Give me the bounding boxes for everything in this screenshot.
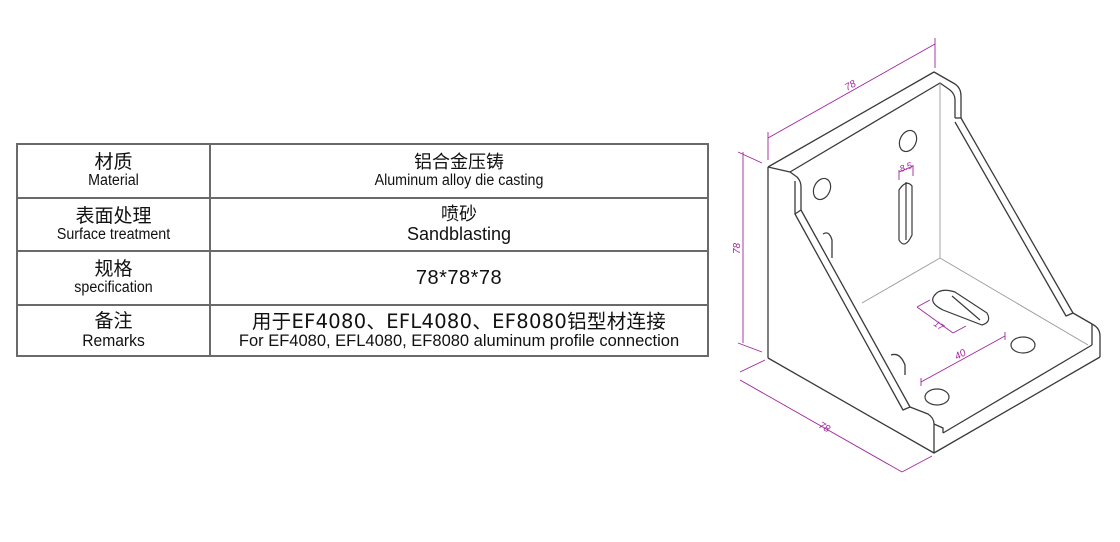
- spec-value-cell: 78*78*78: [209, 250, 709, 306]
- dim-hole-spacing: 40: [953, 347, 969, 362]
- hole-back-left: [812, 177, 832, 201]
- specification-table: 材质 Material 铝合金压铸 Aluminum alloy die cas…: [16, 143, 709, 357]
- surface-label-zh: 表面处理: [75, 204, 152, 227]
- spec-label-zh: 规格: [94, 258, 133, 281]
- dim-base-depth: 78: [817, 420, 833, 435]
- dim-slot-length: 17: [932, 318, 947, 333]
- material-value-zh: 铝合金压铸: [414, 151, 504, 173]
- table-row-specification: 规格 specification 78*78*78: [16, 250, 709, 306]
- material-label-zh: 材质: [94, 151, 133, 174]
- dimension-lines: [737, 38, 1006, 473]
- hole-back-upper: [898, 129, 918, 153]
- slot-base: [932, 289, 990, 326]
- remarks-label-cell: 备注 Remarks: [16, 304, 211, 357]
- hole-base-right: [1010, 336, 1036, 354]
- mounting-holes: [812, 129, 1036, 406]
- surface-value-zh: 喷砂: [441, 204, 477, 225]
- dim-slot-width: 8.5: [898, 160, 914, 174]
- remarks-label-zh: 备注: [94, 310, 133, 332]
- dim-height: 78: [732, 242, 743, 254]
- material-value-cell: 铝合金压铸 Aluminum alloy die casting: [209, 143, 709, 199]
- material-label-en: Material: [88, 172, 139, 190]
- remarks-value-en: For EF4080, EFL4080, EF8080 aluminum pro…: [238, 331, 680, 350]
- surface-value-cell: 喷砂 Sandblasting: [209, 197, 709, 252]
- remarks-value-cell: 用于EF4080、EFL4080、EF8080铝型材连接 For EF4080,…: [209, 304, 709, 357]
- inner-corner-lines: [861, 83, 1089, 346]
- dimension-labels: 78 78 78 8.5 17 40: [732, 78, 969, 435]
- hole-base-left: [924, 388, 950, 406]
- spec-label-en: specification: [74, 279, 153, 297]
- remarks-value-zh: 用于EF4080、EFL4080、EF8080铝型材连接: [251, 310, 667, 333]
- surface-label-en: Surface treatment: [56, 225, 171, 243]
- table-row-surface-treatment: 表面处理 Surface treatment 喷砂 Sandblasting: [16, 197, 709, 252]
- material-value-en: Aluminum alloy die casting: [374, 171, 544, 189]
- slot-back-vertical: [898, 182, 913, 245]
- spec-label-cell: 规格 specification: [16, 250, 211, 306]
- table-row-material: 材质 Material 铝合金压铸 Aluminum alloy die cas…: [16, 143, 709, 199]
- dim-top-width: 78: [843, 78, 859, 93]
- remarks-label-en: Remarks: [82, 331, 145, 350]
- spec-value: 78*78*78: [415, 267, 503, 289]
- surface-label-cell: 表面处理 Surface treatment: [16, 197, 211, 252]
- table-row-remarks: 备注 Remarks 用于EF4080、EFL4080、EF8080铝型材连接 …: [16, 304, 709, 357]
- bracket-outline: [767, 71, 1101, 454]
- material-label-cell: 材质 Material: [16, 143, 211, 199]
- surface-value-en: Sandblasting: [406, 224, 512, 244]
